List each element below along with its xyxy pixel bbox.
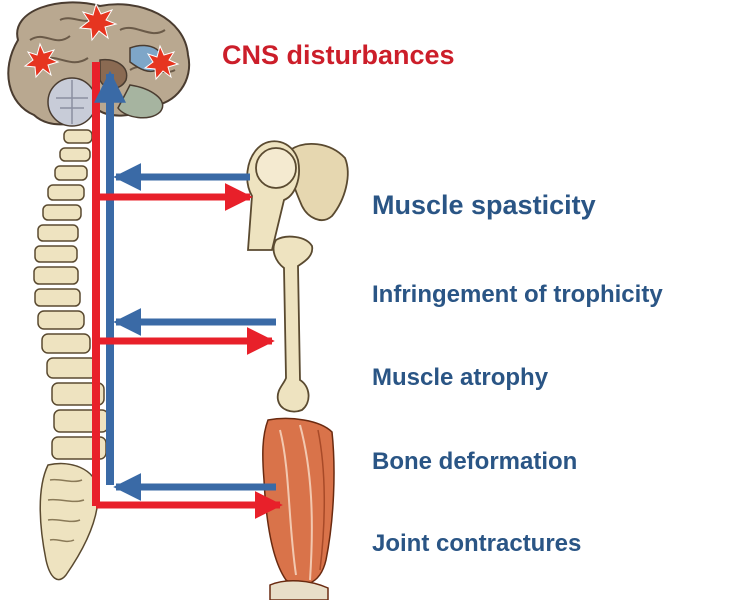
lesion-star-icon: [23, 2, 180, 81]
effect-label-muscle-atrophy: Muscle atrophy: [372, 364, 549, 391]
effect-label-muscle-spasticity: Muscle spasticity: [372, 190, 596, 220]
long-bone-icon: [272, 235, 314, 413]
effect-label-joint-contractures: Joint contractures: [372, 530, 582, 557]
spine-icon: [33, 129, 109, 581]
pathway-arrows: [92, 62, 283, 519]
shoulder-bone-icon: [246, 140, 349, 251]
thigh-muscle-icon: [262, 417, 335, 600]
effect-label-trophicity: Infringement of trophicity: [372, 281, 663, 308]
effect-label-bone-deformation: Bone deformation: [372, 448, 578, 475]
cns-disturbances-title: CNS disturbances: [222, 40, 455, 70]
